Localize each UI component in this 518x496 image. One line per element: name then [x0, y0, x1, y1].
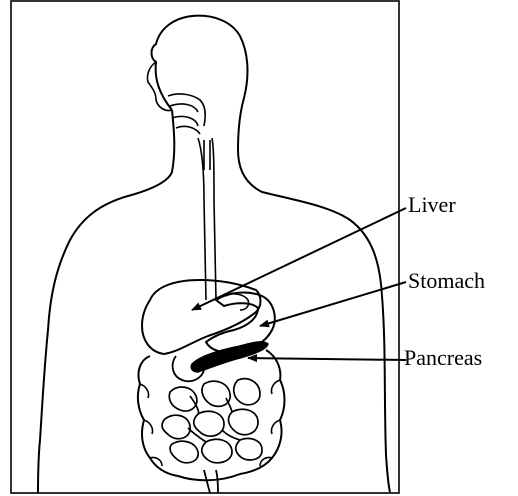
liver-lobe-detail [226, 294, 249, 310]
pancreas-leader-line [248, 358, 406, 360]
face-detail [147, 62, 172, 111]
esophagus [198, 138, 216, 300]
pancreas-label: Pancreas [404, 347, 482, 369]
stomach-label: Stomach [408, 270, 485, 292]
pancreas [191, 342, 268, 372]
body-outline [38, 16, 390, 493]
rectum [204, 470, 218, 493]
liver-label: Liver [408, 194, 456, 216]
liver-leader-line [192, 208, 406, 310]
liver [142, 280, 261, 354]
small-intestine [162, 379, 262, 463]
colon-haustra [140, 380, 280, 466]
